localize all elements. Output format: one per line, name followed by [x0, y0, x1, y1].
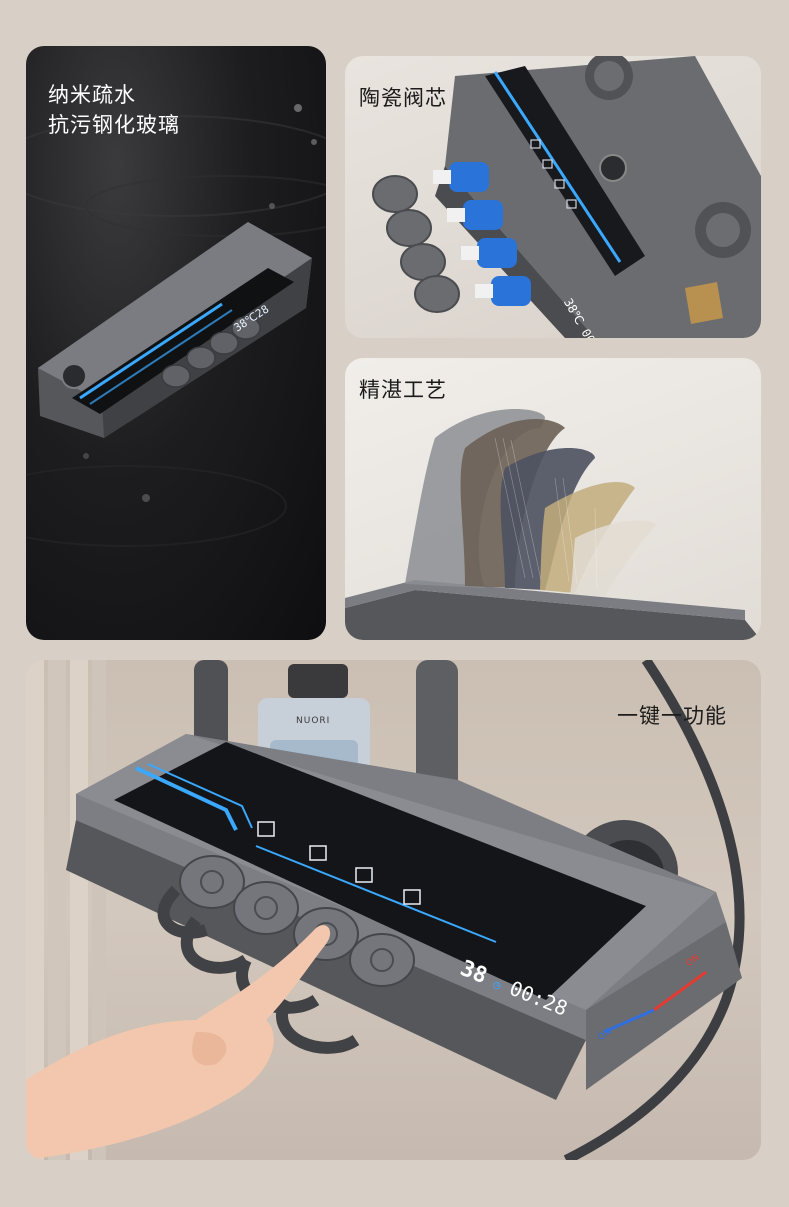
glass-caption-line1: 纳米疏水 [48, 83, 136, 107]
one-key-caption: 一键一功能 [617, 704, 727, 728]
layered-craft-illustration [345, 409, 761, 640]
glass-shelf-illustration [26, 104, 326, 547]
craft-panel: 精湛工艺 [345, 358, 761, 640]
clock-icon: ◷ [491, 976, 504, 993]
glass-caption: 纳米疏水 抗污钢化玻璃 [48, 80, 180, 140]
glass-caption-line2: 抗污钢化玻璃 [48, 113, 180, 137]
shower-panel-illustration [26, 660, 745, 1160]
ceramic-valve-panel: 陶瓷阀芯 38℃ 00:28 [345, 56, 761, 338]
craft-caption: 精湛工艺 [359, 378, 447, 402]
glass-panel: 纳米疏水 抗污钢化玻璃 38℃28 [26, 46, 326, 640]
ceramic-valve-illustration [372, 56, 761, 338]
valve-caption: 陶瓷阀芯 [359, 86, 447, 110]
bottle-label: NUORI [296, 716, 331, 726]
shower-scene-panel: 一键一功能 NUORI 38 ◷ 00:28 ON ON [26, 660, 761, 1160]
